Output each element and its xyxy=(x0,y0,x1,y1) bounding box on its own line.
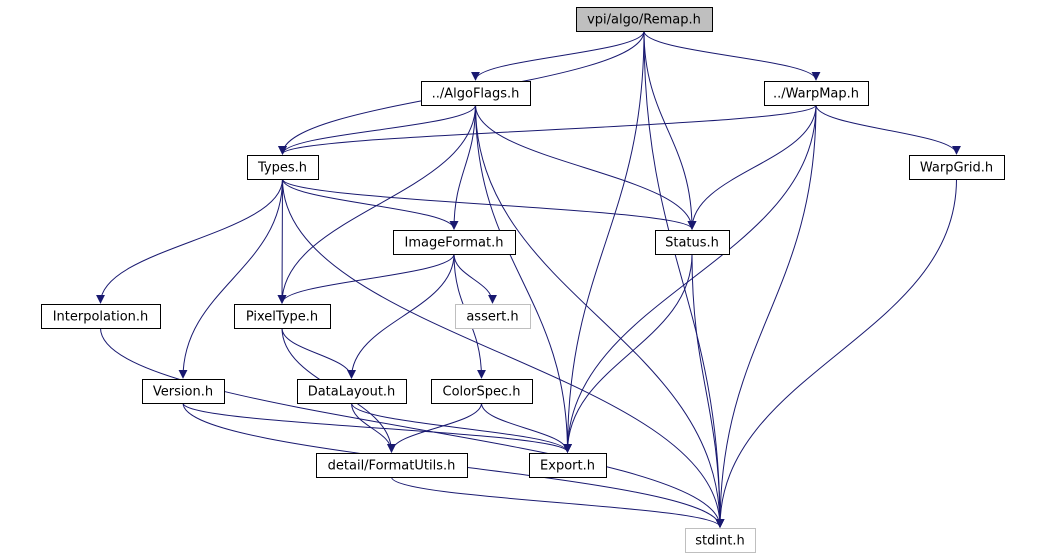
edge-algoflags-to-stdint xyxy=(475,104,725,528)
node-box xyxy=(909,155,1005,180)
edge-colorspec-to-export xyxy=(481,402,572,453)
edge-status-to-stdint xyxy=(691,253,725,528)
edge-layer xyxy=(96,30,961,528)
node-label: detail/FormatUtils.h xyxy=(328,459,456,474)
node-warpmap-h[interactable]: ../WarpMap.h xyxy=(764,81,869,106)
node-box xyxy=(655,230,730,255)
node-imageformat-h[interactable]: ImageFormat.h xyxy=(393,230,516,255)
node-box xyxy=(142,379,225,404)
edge-algoflags-to-pixeltype xyxy=(277,104,476,304)
edge-colorspec-to-formatutils xyxy=(387,402,482,453)
node-box xyxy=(685,528,756,553)
edge-remap-to-export xyxy=(563,30,645,453)
node-box xyxy=(247,155,319,180)
node-label: ../WarpMap.h xyxy=(773,87,859,102)
node-interpolation-h[interactable]: Interpolation.h xyxy=(41,304,161,329)
node-label: assert.h xyxy=(466,310,518,325)
node-label: ColorSpec.h xyxy=(443,385,521,400)
edge-warpmap-to-warpgrid xyxy=(815,104,961,155)
node-label: DataLayout.h xyxy=(308,385,396,400)
edge-interpolation-to-stdint xyxy=(100,327,725,528)
edge-types-to-imageformat xyxy=(282,178,459,230)
node-box xyxy=(421,81,531,106)
edge-types-to-status xyxy=(282,178,697,230)
edge-imageformat-to-pixeltype xyxy=(277,253,455,304)
edge-remap-to-warpmap xyxy=(643,30,821,81)
node-box xyxy=(576,7,713,32)
node-box xyxy=(41,304,161,329)
node-box xyxy=(316,453,468,478)
edge-types-to-pixeltype xyxy=(277,178,287,304)
edge-types-to-version xyxy=(178,178,283,379)
edge-types-to-interpolation xyxy=(96,178,283,304)
edge-datalayout-to-export xyxy=(351,402,572,453)
node-box xyxy=(455,304,531,329)
edge-formatutils-to-stdint xyxy=(391,476,725,528)
edge-algoflags-to-imageformat xyxy=(449,104,476,230)
node-label: Interpolation.h xyxy=(53,310,149,325)
edge-warpmap-to-types xyxy=(278,104,817,155)
node-layer: vpi/algo/Remap.h ../AlgoFlags.h ../WarpMap… xyxy=(41,7,1005,553)
edge-pixeltype-to-datalayout xyxy=(281,327,356,379)
node-label: Version.h xyxy=(153,385,213,400)
node-box xyxy=(431,379,533,404)
node-box xyxy=(764,81,869,106)
edge-datalayout-to-formatutils xyxy=(351,402,396,453)
edge-imageformat-to-assert xyxy=(453,253,497,304)
edge-version-to-export xyxy=(182,402,572,453)
node-detail-formatutils-h[interactable]: detail/FormatUtils.h xyxy=(316,453,468,478)
edge-warpmap-to-stdint xyxy=(715,104,817,528)
node-status-h[interactable]: Status.h xyxy=(655,230,730,255)
edge-algoflags-to-export xyxy=(475,104,572,453)
node-version-h[interactable]: Version.h xyxy=(142,379,225,404)
edge-remap-to-algoflags xyxy=(471,30,645,81)
edge-imageformat-to-datalayout xyxy=(347,253,455,379)
node-label: Export.h xyxy=(540,459,595,474)
node-export-h[interactable]: Export.h xyxy=(529,453,607,478)
node-datalayout-h[interactable]: DataLayout.h xyxy=(297,379,407,404)
node-box xyxy=(393,230,516,255)
node-label: vpi/algo/Remap.h xyxy=(587,13,701,28)
node-algoflags-h[interactable]: ../AlgoFlags.h xyxy=(421,81,531,106)
node-vpi-algo-remap-h[interactable]: vpi/algo/Remap.h xyxy=(576,7,713,32)
node-label: WarpGrid.h xyxy=(920,161,993,176)
edge-types-to-stdint xyxy=(282,178,725,528)
node-label: PixelType.h xyxy=(246,310,318,325)
edge-warpmap-to-export xyxy=(563,104,817,453)
node-colorspec-h[interactable]: ColorSpec.h xyxy=(431,379,533,404)
edge-warpgrid-to-stdint xyxy=(715,178,957,528)
node-label: stdint.h xyxy=(695,534,744,549)
edge-warpmap-to-status xyxy=(687,104,817,230)
node-label: Status.h xyxy=(665,236,719,251)
node-stdint-h: stdint.h xyxy=(685,528,756,553)
edge-remap-to-status xyxy=(643,30,697,230)
edge-algoflags-to-types xyxy=(278,104,476,155)
node-types-h[interactable]: Types.h xyxy=(247,155,319,180)
edge-algoflags-to-status xyxy=(475,104,697,230)
node-assert-h: assert.h xyxy=(455,304,531,329)
node-box xyxy=(234,304,331,329)
node-pixeltype-h[interactable]: PixelType.h xyxy=(234,304,331,329)
node-label: ImageFormat.h xyxy=(405,236,504,251)
node-box xyxy=(297,379,407,404)
edge-status-to-export xyxy=(563,253,693,453)
node-label: ../AlgoFlags.h xyxy=(432,87,520,102)
node-label: Types.h xyxy=(257,161,307,176)
node-box xyxy=(529,453,607,478)
node-warpgrid-h[interactable]: WarpGrid.h xyxy=(909,155,1005,180)
edge-remap-to-stdint xyxy=(643,30,725,528)
